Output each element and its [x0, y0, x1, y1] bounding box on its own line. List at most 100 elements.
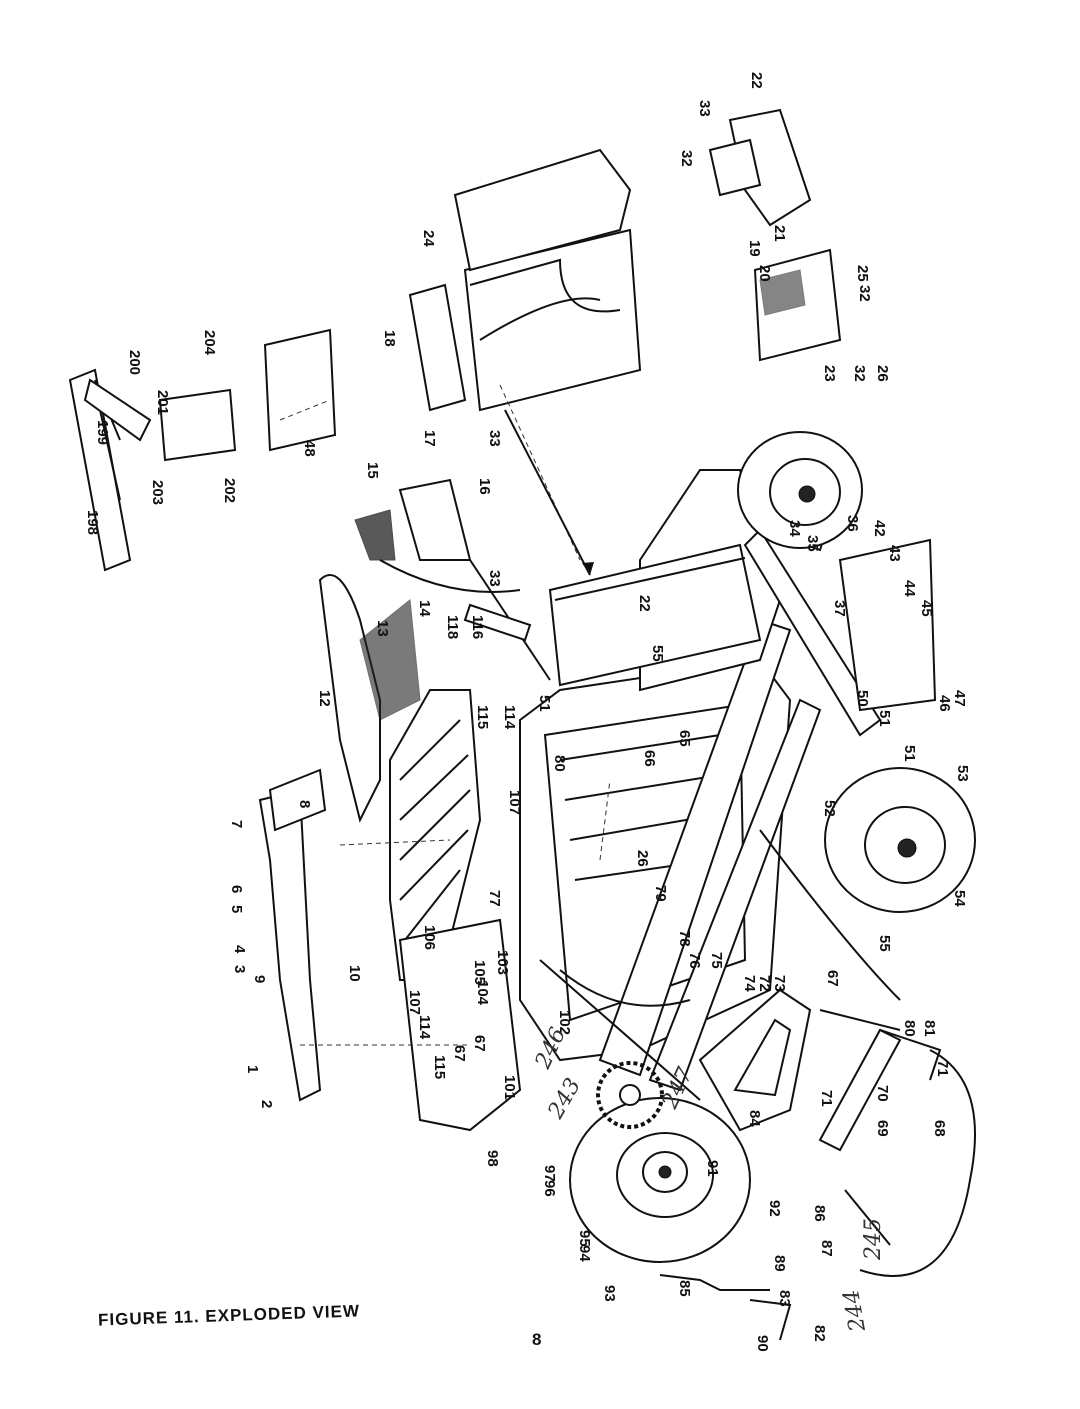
part-label: 13 [374, 620, 391, 637]
part-label: 51 [536, 695, 553, 712]
part-label: 78 [676, 930, 693, 947]
part-label: 95 [576, 1230, 593, 1247]
part-label: 45 [918, 600, 935, 617]
part-label: 67 [471, 1035, 488, 1052]
part-label: 76 [686, 952, 703, 969]
mower-drawing [68, 108, 976, 1341]
handwritten-note: 243 [543, 1074, 586, 1124]
part-label: 116 [469, 615, 486, 639]
part-label: 4 [231, 945, 248, 954]
part-label: 80 [901, 1020, 918, 1037]
part-label: 101 [501, 1075, 518, 1100]
part-label: 7 [228, 820, 245, 828]
part-label: 22 [748, 72, 765, 89]
part-label: 73 [771, 975, 788, 992]
part-label: 47 [951, 690, 968, 707]
part-label: 18 [381, 330, 398, 347]
part-label: 55 [876, 935, 893, 952]
part-label: 87 [818, 1240, 835, 1257]
part-label: 16 [476, 478, 493, 495]
handwritten-note: 244 [839, 1288, 871, 1335]
part-label: 68 [931, 1120, 948, 1137]
part-label: 82 [811, 1325, 828, 1342]
part-label: 15 [364, 462, 381, 479]
part-label: 93 [601, 1285, 618, 1302]
part-label: 26 [634, 850, 651, 867]
part-label: 1 [244, 1065, 261, 1073]
part-label: 17 [421, 430, 438, 447]
part-label: 90 [754, 1335, 771, 1352]
part-label: 79 [652, 885, 669, 902]
page-number: 8 [532, 1330, 542, 1349]
part-label: 54 [951, 890, 968, 907]
part-label: 118 [444, 615, 461, 639]
part-label: 6 [228, 885, 245, 893]
part-label: 71 [934, 1060, 951, 1077]
part-label: 21 [771, 225, 788, 242]
part-label: 198 [84, 510, 101, 535]
part-label: 2 [258, 1100, 275, 1108]
part-label: 107 [406, 990, 423, 1015]
part-label: 32 [856, 285, 873, 302]
part-label: 115 [431, 1055, 448, 1079]
part-label: 80 [551, 755, 568, 772]
part-label: 103 [494, 950, 511, 975]
part-label: 105 [471, 960, 488, 985]
part-label: 20 [756, 265, 773, 282]
part-label: 74 [741, 975, 758, 992]
part-label: 96 [541, 1180, 558, 1197]
part-label: 66 [641, 750, 658, 767]
part-label: 22 [636, 595, 653, 612]
part-label: 91 [704, 1160, 721, 1177]
part-label: 98 [484, 1150, 501, 1167]
part-label: 202 [221, 478, 238, 503]
part-label: 67 [451, 1045, 468, 1062]
part-label: 67 [824, 970, 841, 987]
part-label: 5 [228, 905, 245, 913]
part-label: 48 [301, 440, 318, 457]
part-label: 200 [126, 350, 143, 375]
part-label: 36 [844, 515, 861, 532]
part-label: 69 [874, 1120, 891, 1137]
part-label: 32 [678, 150, 695, 167]
part-label: 83 [776, 1290, 793, 1307]
part-label: 52 [821, 800, 838, 817]
part-label: 33 [486, 570, 503, 587]
part-label: 106 [421, 925, 438, 950]
handwritten-note: 245 [861, 1218, 886, 1261]
part-label: 44 [901, 580, 918, 597]
part-label: 35 [804, 535, 821, 552]
part-label: 43 [886, 545, 903, 562]
part-label: 24 [420, 230, 437, 247]
part-label: 10 [346, 965, 363, 982]
part-label: 9 [251, 975, 268, 983]
part-label: 46 [936, 695, 953, 712]
part-label: 89 [771, 1255, 788, 1272]
part-label: 26 [874, 365, 891, 382]
part-label: 201 [154, 390, 171, 415]
part-label: 102 [556, 1010, 573, 1035]
part-label: 33 [486, 430, 503, 447]
part-label: 77 [486, 890, 503, 907]
part-label: 203 [149, 480, 166, 505]
part-label: 53 [954, 765, 971, 782]
part-label: 50 [854, 690, 871, 707]
part-label: 70 [874, 1085, 891, 1102]
part-label: 115 [474, 705, 491, 729]
part-label: 94 [576, 1245, 593, 1262]
part-label: 51 [876, 710, 893, 727]
part-label: 75 [708, 952, 725, 969]
part-label: 8 [296, 800, 313, 808]
part-label: 107 [506, 790, 523, 815]
part-label: 104 [474, 980, 491, 1006]
part-label: 92 [766, 1200, 783, 1217]
part-label: 32 [851, 365, 868, 382]
part-label: 199 [94, 420, 111, 445]
part-label: 33 [696, 100, 713, 117]
part-label: 34 [786, 520, 803, 537]
part-label: 12 [316, 690, 333, 707]
part-label: 81 [921, 1020, 938, 1037]
part-label: 55 [649, 645, 666, 662]
part-label: 3 [231, 965, 248, 973]
part-label: 97 [541, 1165, 558, 1182]
